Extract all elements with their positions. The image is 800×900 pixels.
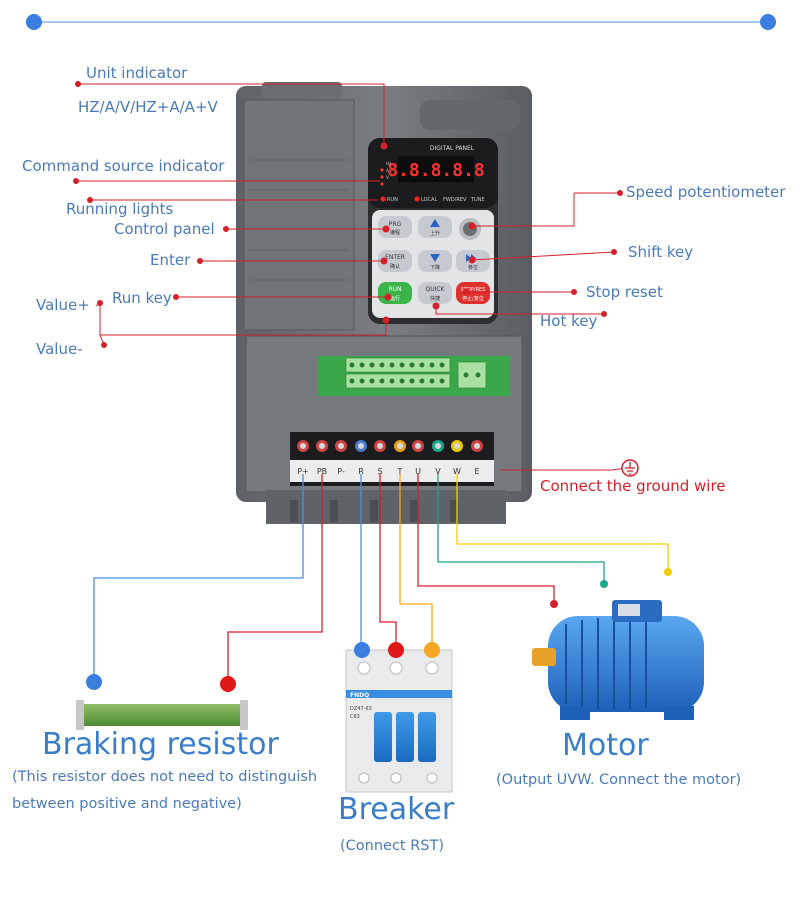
fast-forward-icon [466, 254, 471, 262]
wire-w [456, 474, 669, 570]
svg-text:QUICK: QUICK [425, 286, 445, 293]
wire-t [399, 474, 433, 650]
terminal-label: W [453, 467, 461, 476]
svg-text:确认: 确认 [390, 263, 400, 270]
wire-end-dots [550, 568, 672, 608]
terminal-screw-head [338, 443, 344, 449]
label-speed-pot: Speed potentiometer [626, 183, 786, 201]
braking-resistor-note-2: between positive and negative) [12, 796, 242, 812]
key-quick[interactable]: QUICK 快捷 [418, 282, 452, 304]
wire-v [437, 474, 605, 584]
key-down[interactable]: 下降 [418, 250, 452, 272]
label-command-source: Command source indicator [22, 157, 225, 175]
side-indicator-leds: Hz A V [380, 161, 391, 186]
svg-text:运行: 运行 [390, 295, 400, 302]
wire-pb [227, 474, 323, 684]
terminal-label: P- [337, 467, 345, 476]
terminal-label: U [415, 467, 421, 476]
wire-p-plus [93, 474, 304, 680]
motor-title: Motor [562, 728, 649, 763]
wires [93, 474, 669, 684]
down-arrow-icon [430, 254, 440, 262]
terminal-screw-head [435, 443, 441, 449]
label-ground-wire: Connect the ground wire [540, 477, 726, 495]
label-unit-indicator: Unit indicator [86, 64, 188, 82]
motor-illustration [532, 600, 704, 720]
key-enter[interactable]: ENTER 确认 [378, 250, 412, 272]
wire-u [417, 474, 555, 604]
label-control-panel: Control panel [114, 220, 215, 238]
terminal-screw-head [397, 443, 403, 449]
terminal-label: T [397, 467, 403, 476]
label-running-lights: Running lights [66, 200, 174, 218]
terminal-screw-head [358, 443, 364, 449]
terminal-label: PB [317, 467, 327, 476]
key-run[interactable]: RUN 运行 [378, 282, 412, 304]
motor-note: (Output UVW. Connect the motor) [496, 772, 742, 788]
led-a: A [386, 168, 389, 173]
label-stop-reset: Stop reset [586, 283, 663, 301]
callout-dots [73, 81, 623, 348]
breaker-rating: C63 [350, 714, 360, 720]
led-tune: TUNE [470, 197, 485, 203]
label-shift-key: Shift key [628, 243, 694, 261]
breaker-title: Breaker [338, 792, 455, 827]
label-unit-values: HZ/A/V/HZ+A/A+V [78, 98, 218, 116]
key-prg[interactable]: PRG 编程 [378, 216, 412, 238]
breaker-brand: FNDQ [350, 692, 369, 699]
label-hot-key: Hot key [540, 312, 598, 330]
terminal-screw-head [377, 443, 383, 449]
led-v: V [386, 175, 389, 180]
svg-text:ENTER: ENTER [385, 254, 405, 261]
wire-s [379, 474, 397, 650]
key-stop-reset[interactable]: STOP/RES 停止/复位 [456, 282, 490, 304]
braking-resistor-illustration [76, 674, 248, 730]
panel-title: DIGITAL PANEL [430, 145, 475, 152]
label-run-key: Run key [112, 289, 172, 307]
svg-text:快捷: 快捷 [430, 295, 440, 302]
svg-text:PRG: PRG [389, 221, 402, 228]
breaker-model: DZ47-63 [350, 706, 372, 712]
svg-text:停止/复位: 停止/复位 [462, 295, 484, 302]
svg-text:上升: 上升 [430, 230, 440, 237]
terminal-label: P+ [297, 467, 309, 476]
terminal-label: S [377, 467, 382, 476]
label-value-minus: Value- [36, 340, 83, 358]
terminal-screw-head [474, 443, 480, 449]
svg-text:编程: 编程 [390, 229, 400, 236]
terminal-screw-head [319, 443, 325, 449]
terminal-label: E [474, 467, 479, 476]
terminal-screw-head [300, 443, 306, 449]
breaker-note: (Connect RST) [340, 838, 445, 854]
terminal-label: V [435, 467, 441, 476]
svg-text:RUN: RUN [388, 286, 401, 293]
key-up[interactable]: 上升 [418, 216, 452, 238]
breaker-illustration: FNDQ DZ47-63 C63 [345, 642, 453, 793]
ground-icon [621, 459, 639, 477]
led-fwd-rev: FWD/REV [443, 197, 467, 203]
label-value-plus: Value+ [36, 296, 90, 314]
svg-text:STOP/RES: STOP/RES [461, 287, 486, 293]
led-run: RUN [387, 197, 398, 203]
speed-potentiometer-knob[interactable] [459, 218, 481, 240]
led-hz: Hz [386, 161, 391, 166]
status-leds: RUN LOCAL FWD/REV TUNE [380, 196, 485, 203]
top-divider [26, 14, 776, 30]
svg-text:移位: 移位 [468, 264, 478, 271]
braking-resistor-note-1: (This resistor does not need to distingu… [12, 769, 318, 785]
terminal-label: R [358, 467, 364, 476]
label-enter: Enter [150, 251, 191, 269]
seven-seg-display: 8.8.8.8.8 [387, 160, 485, 181]
terminal-screw-head [415, 443, 421, 449]
power-terminal-block: P+ PB P- R S T U V W E [290, 432, 494, 486]
braking-resistor-title: Braking resistor [42, 727, 279, 762]
control-terminal-board [318, 356, 510, 396]
up-arrow-icon [430, 219, 440, 227]
terminal-screw-head [454, 443, 460, 449]
svg-text:下降: 下降 [430, 264, 440, 271]
control-panel: DIGITAL PANEL 8.8.8.8.8 Hz A V RUN LOCAL… [368, 138, 498, 324]
led-local: LOCAL [421, 197, 437, 203]
